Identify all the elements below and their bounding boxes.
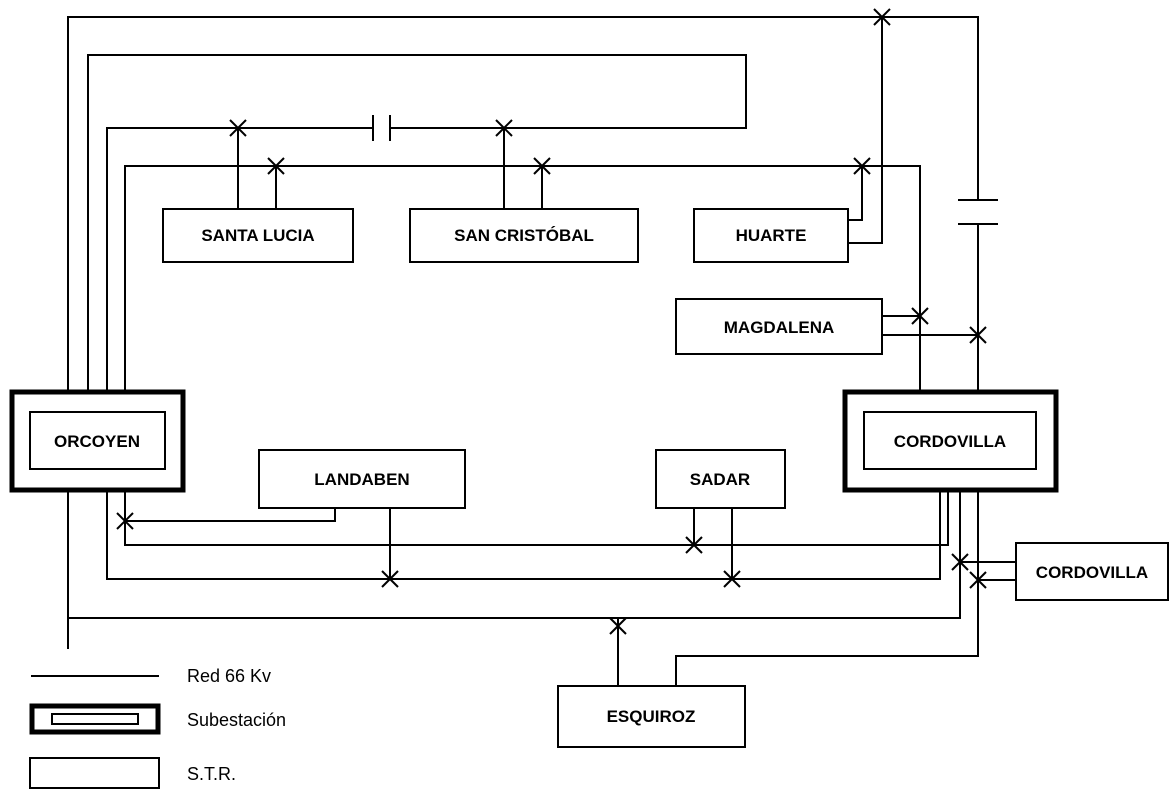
huarte-tap-outer <box>848 17 883 244</box>
legend-line-label: Red 66 Kv <box>187 666 271 686</box>
breaker-huarte-top <box>873 8 891 26</box>
capacitor-top <box>372 115 391 141</box>
line-lower-1 <box>124 490 920 546</box>
upper-lines <box>67 16 979 392</box>
str-landaben-label: LANDABEN <box>314 470 409 489</box>
str-sadar-label: SADAR <box>690 470 750 489</box>
line-lower-3 <box>67 490 961 649</box>
line-lower-2 <box>106 490 941 580</box>
str-huarte: HUARTE <box>693 208 849 263</box>
legend-substation-item: Subestación <box>29 703 286 735</box>
huarte-tap-inner <box>848 166 863 221</box>
str-huarte-label: HUARTE <box>736 226 807 245</box>
breaker-san-cristobal-1 <box>495 119 513 137</box>
breaker-esquiroz <box>609 617 627 635</box>
capacitors <box>372 115 998 225</box>
breaker-magdalena-outer <box>969 326 987 344</box>
legend-str-item: S.T.R. <box>29 757 236 789</box>
str-sadar: SADAR <box>655 449 786 509</box>
str-san-cristobal-label: SAN CRISTÓBAL <box>454 226 594 245</box>
breakers <box>116 8 987 635</box>
landaben-tap-orcoyen <box>125 508 336 522</box>
breaker-santa-lucia-2 <box>267 157 285 175</box>
line-orcoyen-santa-lucia <box>106 127 373 392</box>
substation-cordovilla-label: CORDOVILLA <box>894 432 1006 451</box>
legend-substation-label: Subestación <box>187 710 286 730</box>
capacitor-right <box>958 199 998 225</box>
breaker-santa-lucia-1 <box>229 119 247 137</box>
breaker-huarte-inner <box>853 157 871 175</box>
str-landaben: LANDABEN <box>258 449 466 509</box>
legend-str-swatch <box>29 757 160 789</box>
substation-cordovilla: CORDOVILLA <box>842 389 1059 493</box>
breaker-san-cristobal-2 <box>533 157 551 175</box>
esquiroz-to-cordovilla <box>675 490 979 686</box>
str-esquiroz-label: ESQUIROZ <box>607 707 696 726</box>
str-esquiroz: ESQUIROZ <box>557 685 746 748</box>
str-santa-lucia-label: SANTA LUCIA <box>201 226 314 245</box>
str-santa-lucia: SANTA LUCIA <box>162 208 354 263</box>
breaker-sadar-1 <box>685 536 703 554</box>
line-lower-1-right <box>920 490 949 546</box>
str-cordovilla: CORDOVILLA <box>1015 542 1169 601</box>
breaker-sadar-2 <box>723 570 741 588</box>
breaker-landaben-orcoyen <box>116 512 134 530</box>
lower-lines <box>67 490 1016 686</box>
breaker-landaben <box>381 570 399 588</box>
substation-orcoyen-label: ORCOYEN <box>54 432 140 451</box>
breaker-cordovilla-str-2 <box>969 571 987 589</box>
breaker-magdalena-inner <box>911 307 929 325</box>
line-orcoyen-cordovilla-inner <box>124 165 921 392</box>
str-san-cristobal: SAN CRISTÓBAL <box>409 208 639 263</box>
line-orcoyen-loop <box>87 54 747 392</box>
str-magdalena: MAGDALENA <box>675 298 883 355</box>
str-cordovilla-label: CORDOVILLA <box>1036 563 1148 582</box>
substation-orcoyen: ORCOYEN <box>9 389 186 493</box>
breaker-cordovilla-str-1 <box>951 553 969 571</box>
line-orcoyen-cordovilla-outer <box>67 16 979 392</box>
legend-str-label: S.T.R. <box>187 764 236 784</box>
str-magdalena-label: MAGDALENA <box>724 318 835 337</box>
legend-line-item: Red 66 Kv <box>31 666 271 686</box>
legend: Red 66 Kv Subestación S.T.R. <box>29 666 286 789</box>
